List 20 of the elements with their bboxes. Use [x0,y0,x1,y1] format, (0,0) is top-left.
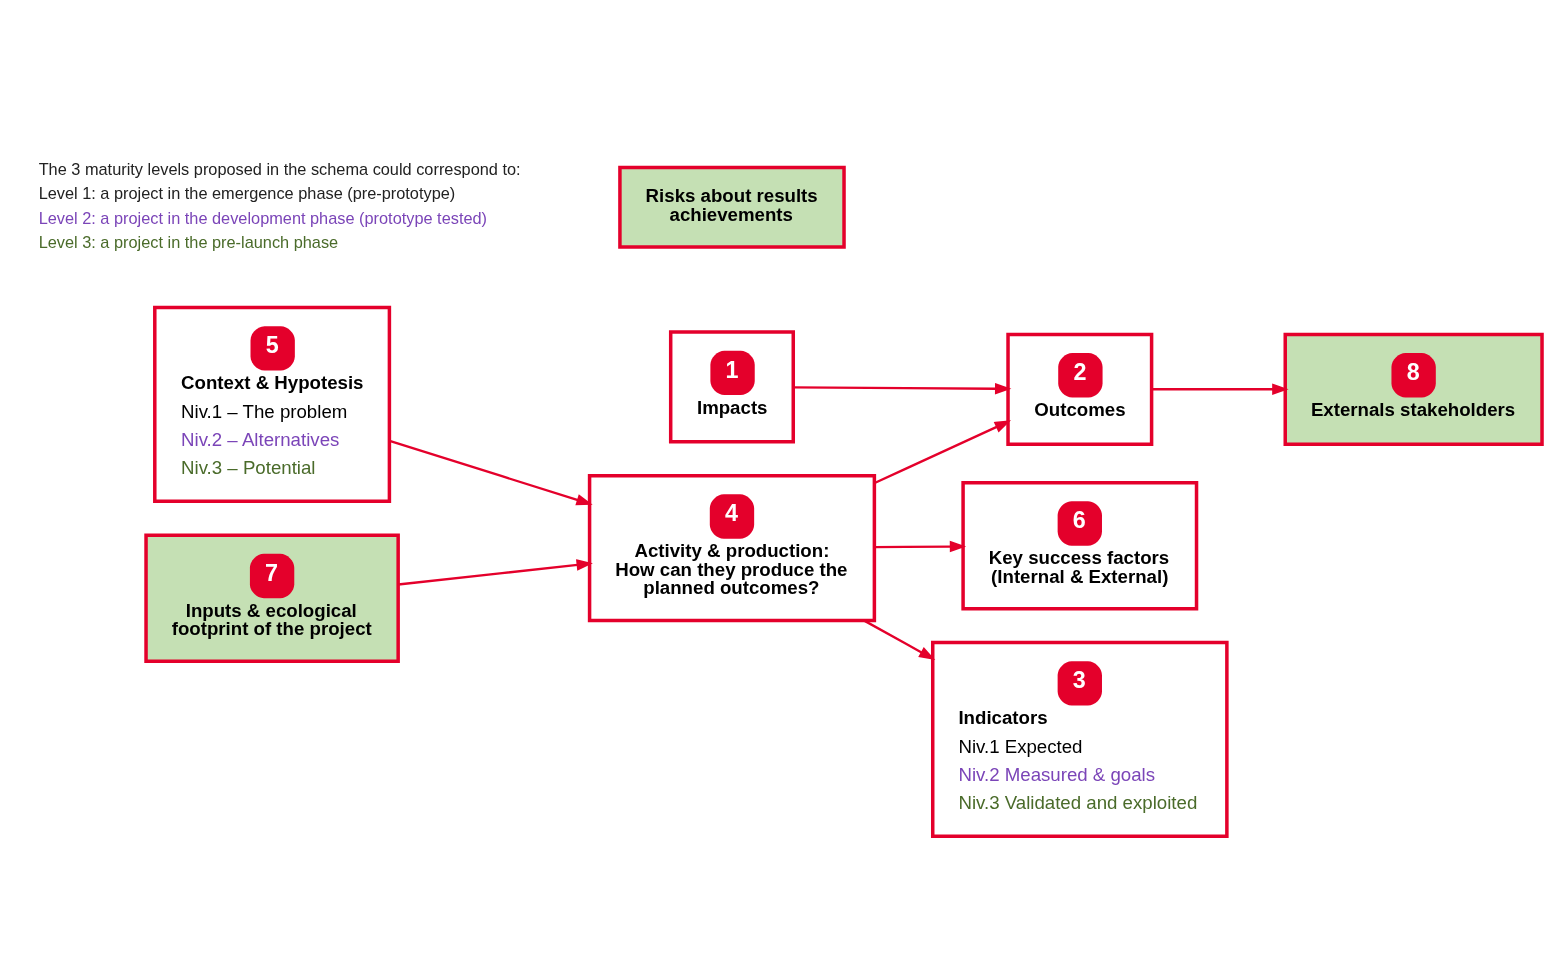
arrow [793,382,1012,394]
node-box: Risks about results achievements [618,165,846,249]
node-box: 1 Impacts [668,329,795,444]
arrow [398,558,593,586]
arrow [874,419,1011,484]
label: Level 2: a project in the development phase (prototype tested) [38,208,488,227]
arrow [863,618,936,660]
node-box: 7 Inputs & ecological footprint of the project [144,532,400,663]
node-box: 5 Context & Hypotesis Niv.1 – The problem Niv.2 – Alternatives Niv.3 – Potential [153,305,392,503]
label: The 3 maturity levels proposed in the schema could correspond to: [38,159,521,178]
label: Level 1: a project in the emergence phase (pre-prototype) [38,183,456,202]
node-box: 4 Activity & production: How can they produce the planned outcomes? [587,473,877,622]
node-box: 2 Outcomes [1006,332,1154,446]
node-box: 3 Indicators Niv.1 Expected Niv.2 Measured & goals Niv.3 Validated and exploited [931,640,1229,838]
node-box: 8 Externals stakeholders [1283,332,1544,446]
label: Level 3: a project in the pre-launch phase [38,232,339,251]
arrow [389,439,593,505]
node-box: 6 Key success factors (Internal & External) [961,480,1199,610]
arrow [874,540,967,552]
arrow [1151,383,1289,395]
